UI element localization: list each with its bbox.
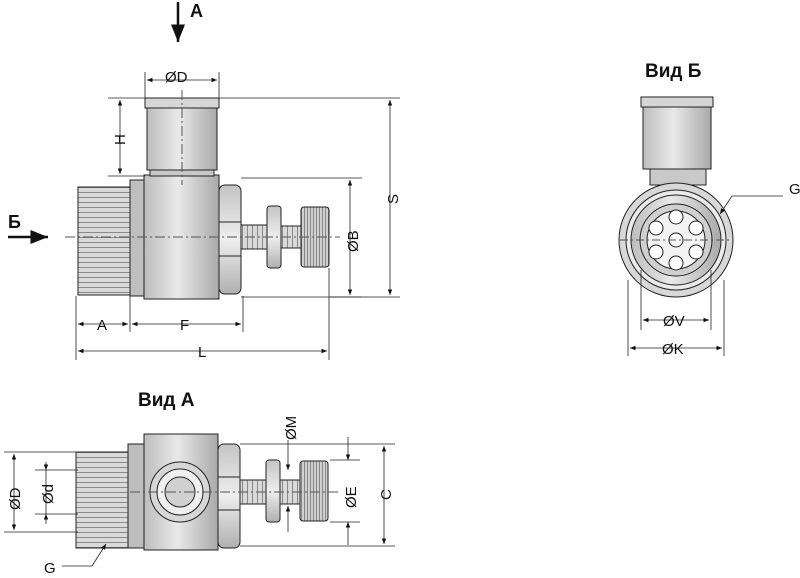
dim-c: C — [378, 489, 395, 500]
thread-shoulder — [129, 179, 145, 297]
dim-l: L — [198, 344, 206, 361]
view-a-title: Вид А — [138, 390, 195, 411]
dim-g-a: G — [44, 560, 56, 577]
dim-d-top: ØD — [165, 69, 188, 86]
thread-body-left — [77, 186, 131, 296]
dim-a: A — [97, 317, 107, 334]
dim-f: F — [180, 317, 189, 334]
dim-d-inner: Ød — [40, 484, 57, 504]
view-direction-b: Б — [8, 212, 48, 244]
dim-e: ØE — [343, 486, 360, 508]
main-view — [65, 90, 340, 300]
view-b-dimensions — [627, 195, 783, 356]
dim-h: H — [112, 134, 129, 145]
dim-k: ØK — [662, 341, 684, 358]
arrow-a-label: A — [190, 1, 203, 21]
dim-d-a: ØD — [7, 487, 24, 510]
dim-m: ØM — [283, 416, 300, 440]
hex-nut — [218, 184, 242, 295]
view-a-dimensions — [4, 437, 395, 567]
view-direction-a: A — [171, 1, 203, 42]
dim-g-b: G — [789, 181, 800, 198]
dim-v: ØV — [663, 313, 685, 330]
view-b — [618, 96, 734, 298]
main-dimensions — [75, 72, 400, 360]
view-a — [75, 433, 340, 551]
view-b-title: Вид Б — [645, 61, 701, 82]
arrow-b-label: Б — [8, 212, 21, 232]
dim-s: S — [385, 194, 402, 204]
dim-b: ØB — [345, 230, 362, 252]
